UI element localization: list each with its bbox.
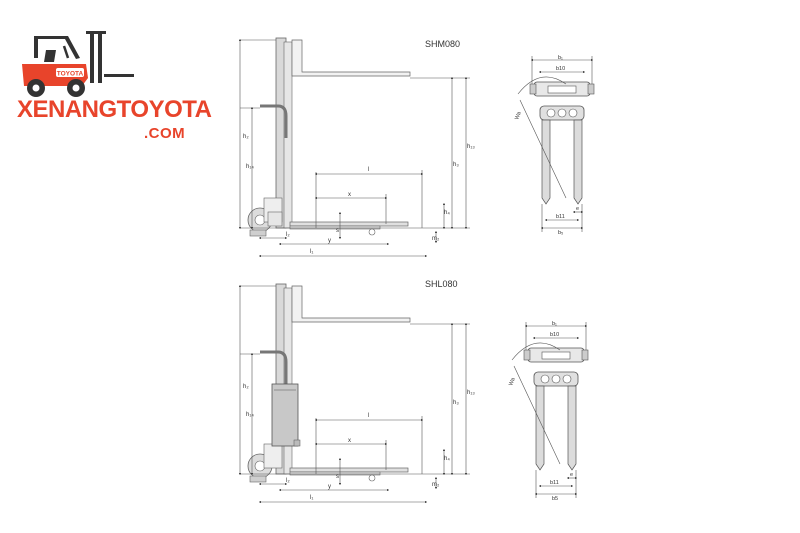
front-view-shm080: b₁ b10 Wa b11 b₅ e (514, 55, 594, 236)
label-wa: Wa (508, 376, 517, 386)
diagram-shm080: h₂ h₁₄ l x s l₂ y l₁ h₃ h₁₃ h₄ m₂ SHM080… (240, 38, 594, 256)
label-b1: b₁ (552, 321, 557, 327)
model-title-shl080: SHL080 (425, 279, 458, 289)
label-s: s (336, 228, 339, 234)
label-h13: h₁₃ (467, 144, 475, 150)
label-b10: b10 (550, 332, 559, 338)
label-e: e (570, 472, 573, 478)
label-h4: h₄ (444, 456, 450, 462)
label-l2: l₂ (286, 232, 290, 238)
label-h4: h₄ (444, 210, 450, 216)
label-b11: b11 (556, 214, 565, 220)
front-view-shl080: b₁ b10 Wa b11 b5 e (508, 321, 588, 502)
label-b5: b5 (552, 496, 558, 502)
label-h2: h₂ (243, 134, 249, 140)
label-l1: l₁ (310, 249, 313, 255)
label-b5: b₅ (558, 230, 563, 236)
label-m2: m₂ (432, 482, 440, 488)
brand-domain: .COM (144, 125, 186, 142)
side-view-shm080: h₂ h₁₄ l x s l₂ y l₁ h₃ h₁₃ h₄ m₂ (240, 38, 475, 256)
logo-badge-text: TOYOTA (57, 71, 84, 78)
label-x: x (348, 438, 351, 444)
label-wa: Wa (514, 110, 523, 120)
label-m2: m₂ (432, 236, 440, 242)
label-l1: l₁ (310, 495, 313, 501)
label-h2: h₂ (243, 384, 249, 390)
label-s: s (336, 474, 339, 480)
label-h3: h₃ (453, 162, 459, 168)
diagram-shl080: h₂ h₁₄ l x s l₂ y l₁ h₃ h₁₃ h₄ m₂ SHL080… (240, 279, 588, 502)
label-l: l (368, 167, 369, 173)
forklift-logo-icon: TOYOTA (22, 31, 134, 97)
brand-name: XENANGTOYOTA (17, 96, 212, 123)
label-h14: h₁₄ (246, 164, 254, 170)
label-e: e (576, 206, 579, 212)
label-y: y (328, 238, 331, 244)
label-b11: b11 (550, 480, 559, 486)
label-l2: l₂ (286, 478, 290, 484)
label-h14: h₁₄ (246, 412, 254, 418)
label-b10: b10 (556, 66, 565, 72)
label-h3: h₃ (453, 400, 459, 406)
model-title-shm080: SHM080 (425, 39, 460, 49)
label-l: l (368, 413, 369, 419)
label-x: x (348, 192, 351, 198)
label-h13: h₁₃ (467, 390, 475, 396)
label-y: y (328, 484, 331, 490)
label-b1: b₁ (558, 55, 563, 61)
side-view-shl080: h₂ h₁₄ l x s l₂ y l₁ h₃ h₁₃ h₄ m₂ (240, 284, 475, 502)
